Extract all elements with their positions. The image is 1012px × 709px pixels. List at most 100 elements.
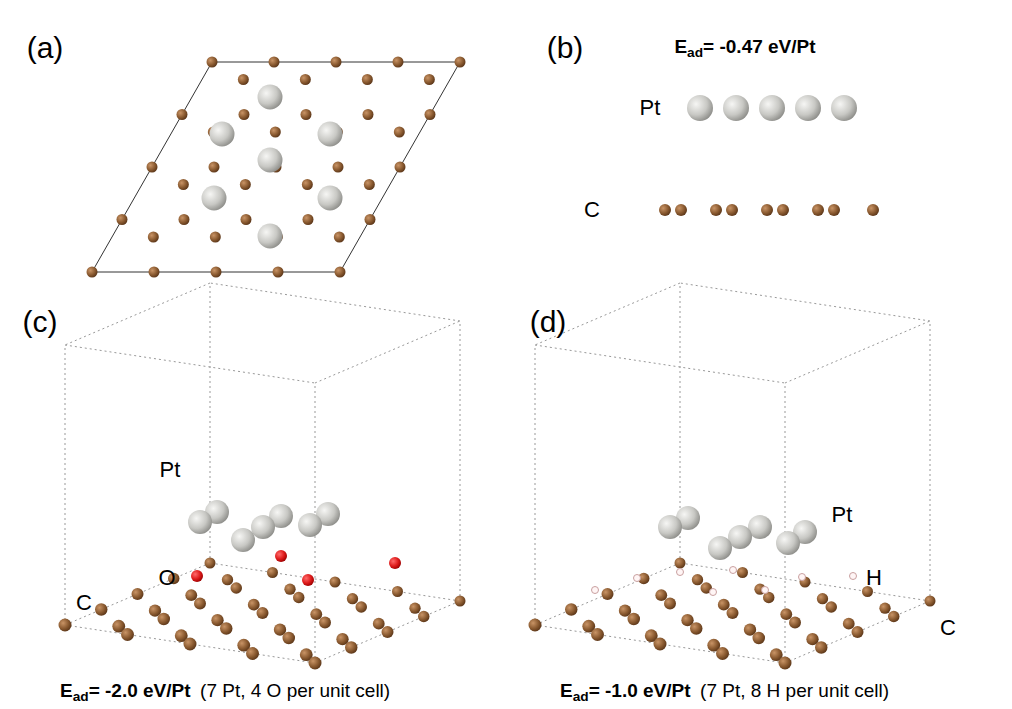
carbon-atom [333, 162, 344, 173]
carbon-atom [309, 657, 322, 670]
energy-symbol: E [560, 680, 573, 701]
platinum-atom [776, 531, 800, 555]
cell-box-edge [930, 321, 931, 601]
carbon-atom [565, 603, 578, 616]
cell-box-edge [785, 383, 786, 663]
element-label: C [940, 615, 956, 640]
carbon-atom [283, 632, 296, 645]
carbon-atom [654, 638, 667, 651]
carbon-atom [185, 589, 197, 601]
carbon-atom [238, 74, 249, 85]
carbon-atom [655, 589, 667, 601]
carbon-atom [121, 628, 134, 641]
platinum-atom [831, 95, 857, 121]
platinum-atom [202, 186, 227, 211]
element-label: C [76, 590, 92, 615]
cell-box-edge [535, 563, 680, 625]
element-label: H [866, 565, 882, 590]
unit-cell [92, 62, 460, 272]
carbon-atom [267, 567, 278, 578]
carbon-atom [779, 657, 792, 670]
hydrogen-atom [634, 575, 641, 582]
platinum-atom [298, 513, 322, 537]
cell-box-edge [65, 345, 315, 383]
carbon-atom [789, 617, 801, 629]
energy-subscript: ad [687, 45, 703, 60]
carbon-atom [710, 204, 722, 216]
cell-box-edge [460, 321, 461, 601]
carbon-atom [365, 214, 376, 225]
carbon-atom [302, 179, 313, 190]
carbon-atom [293, 592, 305, 604]
carbon-atom [310, 608, 322, 620]
energy-subscript: ad [573, 689, 589, 704]
panel-label: (b) [547, 31, 584, 64]
carbon-atom [356, 601, 368, 613]
oxygen-atom [191, 570, 203, 582]
energy-value: = -2.0 eV/Pt [89, 680, 191, 701]
carbon-atom [347, 593, 358, 604]
hydrogen-atom [677, 569, 684, 576]
carbon-atom [817, 593, 828, 604]
carbon-atom [424, 74, 435, 85]
carbon-atom [335, 267, 346, 278]
carbon-atom [179, 214, 190, 225]
platinum-atom [258, 85, 283, 110]
carbon-atom [147, 162, 158, 173]
panel-c [59, 283, 466, 670]
carbon-atom [675, 204, 687, 216]
cell-box-edge [315, 321, 460, 383]
platinum-atom [318, 122, 343, 147]
carbon-atom [194, 598, 206, 610]
carbon-atom [331, 57, 342, 68]
carbon-atom [211, 267, 222, 278]
carbon-atom [59, 619, 72, 632]
cell-note: (7 Pt, 8 H per unit cell) [700, 680, 889, 701]
carbon-atom [675, 558, 686, 569]
carbon-atom [394, 127, 405, 138]
platinum-atom [723, 95, 749, 121]
carbon-atom [205, 558, 216, 569]
element-label: Pt [832, 502, 853, 527]
cell-box-edge [785, 601, 930, 663]
carbon-atom [393, 57, 404, 68]
carbon-atom [222, 574, 233, 585]
platinum-atom [708, 536, 732, 560]
carbon-atom [815, 641, 828, 654]
hydrogen-atom [730, 567, 737, 574]
platinum-atom [795, 95, 821, 121]
cell-box-edge [210, 283, 460, 321]
carbon-atom [879, 603, 890, 614]
carbon-atom [178, 179, 189, 190]
carbon-atom [241, 214, 252, 225]
carbon-atom [345, 641, 358, 654]
platinum-atom [210, 122, 235, 147]
platinum-atom [258, 224, 283, 249]
carbon-atom [761, 204, 773, 216]
carbon-atom [737, 567, 748, 578]
carbon-atom [363, 109, 374, 120]
label-group: C [940, 615, 956, 640]
platinum-atom [231, 528, 255, 552]
carbon-atom [362, 74, 373, 85]
carbon-atom [210, 232, 221, 243]
label-group: Ead= -0.47 eV/Pt [674, 36, 815, 61]
cell-box-edge [535, 345, 536, 625]
panel-d [529, 283, 936, 670]
energy-value: = -0.47 eV/Pt [703, 36, 815, 57]
label-group: Pt [160, 457, 181, 482]
energy-symbol: E [674, 36, 687, 57]
panel-label: (a) [27, 31, 64, 64]
carbon-atom [364, 179, 375, 190]
carbon-atom [207, 57, 218, 68]
carbon-atom [925, 596, 936, 607]
carbon-atom [628, 613, 641, 626]
carbon-atom [753, 632, 766, 645]
carbon-atom [239, 109, 250, 120]
carbon-atom [273, 267, 284, 278]
carbon-atom [591, 628, 604, 641]
cell-box-edge [680, 563, 930, 601]
panel-label: (c) [23, 305, 58, 338]
carbon-atom [257, 607, 269, 619]
